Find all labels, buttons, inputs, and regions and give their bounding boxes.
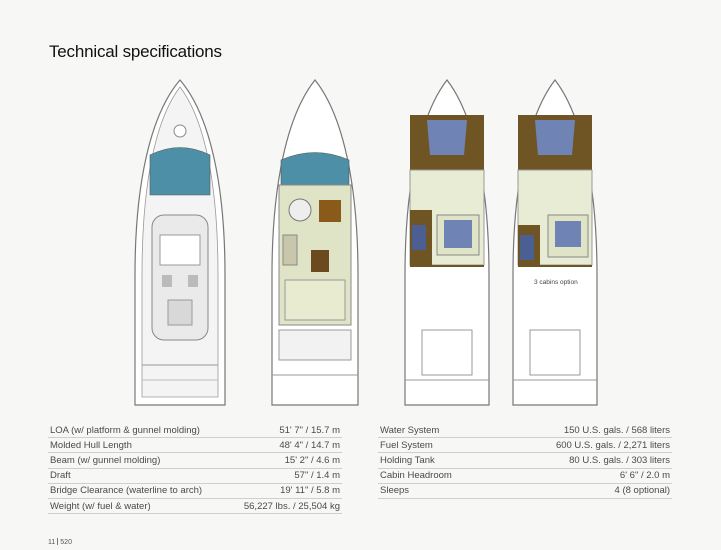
page-footer: 11 520 xyxy=(48,538,72,546)
flybridge-plan xyxy=(134,79,226,406)
spec-row: Bridge Clearance (waterline to arch)19' … xyxy=(48,483,342,499)
spec-value: 19' 11" / 5.8 m xyxy=(227,483,342,499)
spec-row: LOA (w/ platform & gunnel molding)51' 7"… xyxy=(48,423,342,439)
spec-label: Cabin Headroom xyxy=(378,468,493,484)
spec-label: LOA (w/ platform & gunnel molding) xyxy=(48,423,228,439)
lower-deck-plan xyxy=(404,79,490,406)
spec-value: 48' 4" / 14.7 m xyxy=(227,437,342,454)
spec-value: 80 U.S. gals. / 303 liters xyxy=(492,452,672,469)
spec-value: 4 (8 optional) xyxy=(492,483,672,499)
spec-row: Weight (w/ fuel & water)56,227 lbs. / 25… xyxy=(48,498,342,515)
footer-separator xyxy=(57,538,59,545)
spec-label: Fuel System xyxy=(378,437,493,454)
spec-value: 150 U.S. gals. / 568 liters xyxy=(492,423,672,439)
spec-row: Beam (w/ gunnel molding)15' 2" / 4.6 m xyxy=(48,452,342,469)
spec-label: Molded Hull Length xyxy=(48,437,228,454)
spec-label: Bridge Clearance (waterline to arch) xyxy=(48,483,228,499)
lower-deck-3-cabins-plan xyxy=(512,79,598,406)
main-deck-plan xyxy=(271,79,359,406)
spec-label: Beam (w/ gunnel molding) xyxy=(48,452,228,469)
spec-label: Sleeps xyxy=(378,483,493,499)
spec-value: 51' 7" / 15.7 m xyxy=(227,423,342,439)
spec-value: 56,227 lbs. / 25,504 kg xyxy=(227,498,342,515)
cabins-option-note: 3 cabins option xyxy=(534,279,578,286)
spec-value: 15' 2" / 4.6 m xyxy=(227,452,342,469)
spec-label: Water System xyxy=(378,423,493,439)
boat-deck-plans xyxy=(134,79,598,406)
page-number: 11 xyxy=(48,539,56,546)
spec-label: Weight (w/ fuel & water) xyxy=(48,498,228,515)
spec-value: 6' 6" / 2.0 m xyxy=(492,468,672,484)
spec-label: Holding Tank xyxy=(378,452,493,469)
page-title: Technical specifications xyxy=(49,42,222,61)
spec-label: Draft xyxy=(48,468,228,484)
specs-table-left: LOA (w/ platform & gunnel molding)51' 7"… xyxy=(48,423,342,515)
spec-value: 57" / 1.4 m xyxy=(227,468,342,484)
model-number: 520 xyxy=(60,539,72,546)
spec-value: 600 U.S. gals. / 2,271 liters xyxy=(492,437,672,454)
